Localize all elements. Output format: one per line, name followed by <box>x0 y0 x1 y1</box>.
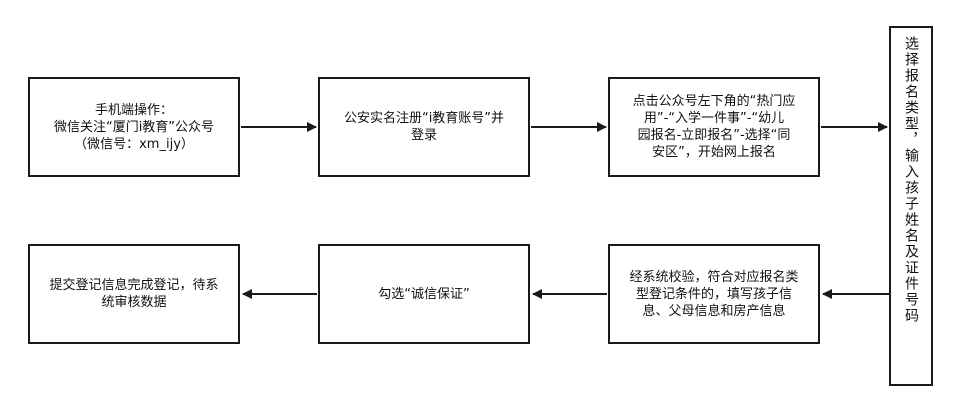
step-box-fill-info: 经系统校验，符合对应报名类 型登记条件的，填写孩子信 息、父母信息和房产信息 <box>608 244 820 344</box>
step-text-wechat-follow: 手机端操作： 微信关注“厦门i教育”公众号 （微信号：xm_ijy） <box>53 102 215 152</box>
step-box-submit: 提交登记信息完成登记，待系 统审核数据 <box>28 244 240 344</box>
step-text-register-account: 公安实名注册“i教育账号”并 登录 <box>343 111 505 143</box>
step-text-online-enroll: 点击公众号左下角的“热门应 用”-“入学一件事”-“幼儿 园报名-立即报名”-选… <box>632 94 796 160</box>
step-text-fill-info: 经系统校验，符合对应报名类 型登记条件的，填写孩子信 息、父母信息和房产信息 <box>629 269 799 319</box>
step-text-select-type: 选择报名类型，输入孩子姓名及证件号码 <box>903 36 919 324</box>
step-box-register-account: 公安实名注册“i教育账号”并 登录 <box>318 77 530 177</box>
step-box-wechat-follow: 手机端操作： 微信关注“厦门i教育”公众号 （微信号：xm_ijy） <box>28 77 240 177</box>
step-box-online-enroll: 点击公众号左下角的“热门应 用”-“入学一件事”-“幼儿 园报名-立即报名”-选… <box>608 77 820 177</box>
step-text-submit: 提交登记信息完成登记，待系 统审核数据 <box>49 278 219 310</box>
step-text-integrity-pledge: 勾选“诚信保证” <box>378 286 470 302</box>
step-box-integrity-pledge: 勾选“诚信保证” <box>318 244 530 344</box>
step-box-select-type: 选择报名类型，输入孩子姓名及证件号码 <box>889 26 933 386</box>
